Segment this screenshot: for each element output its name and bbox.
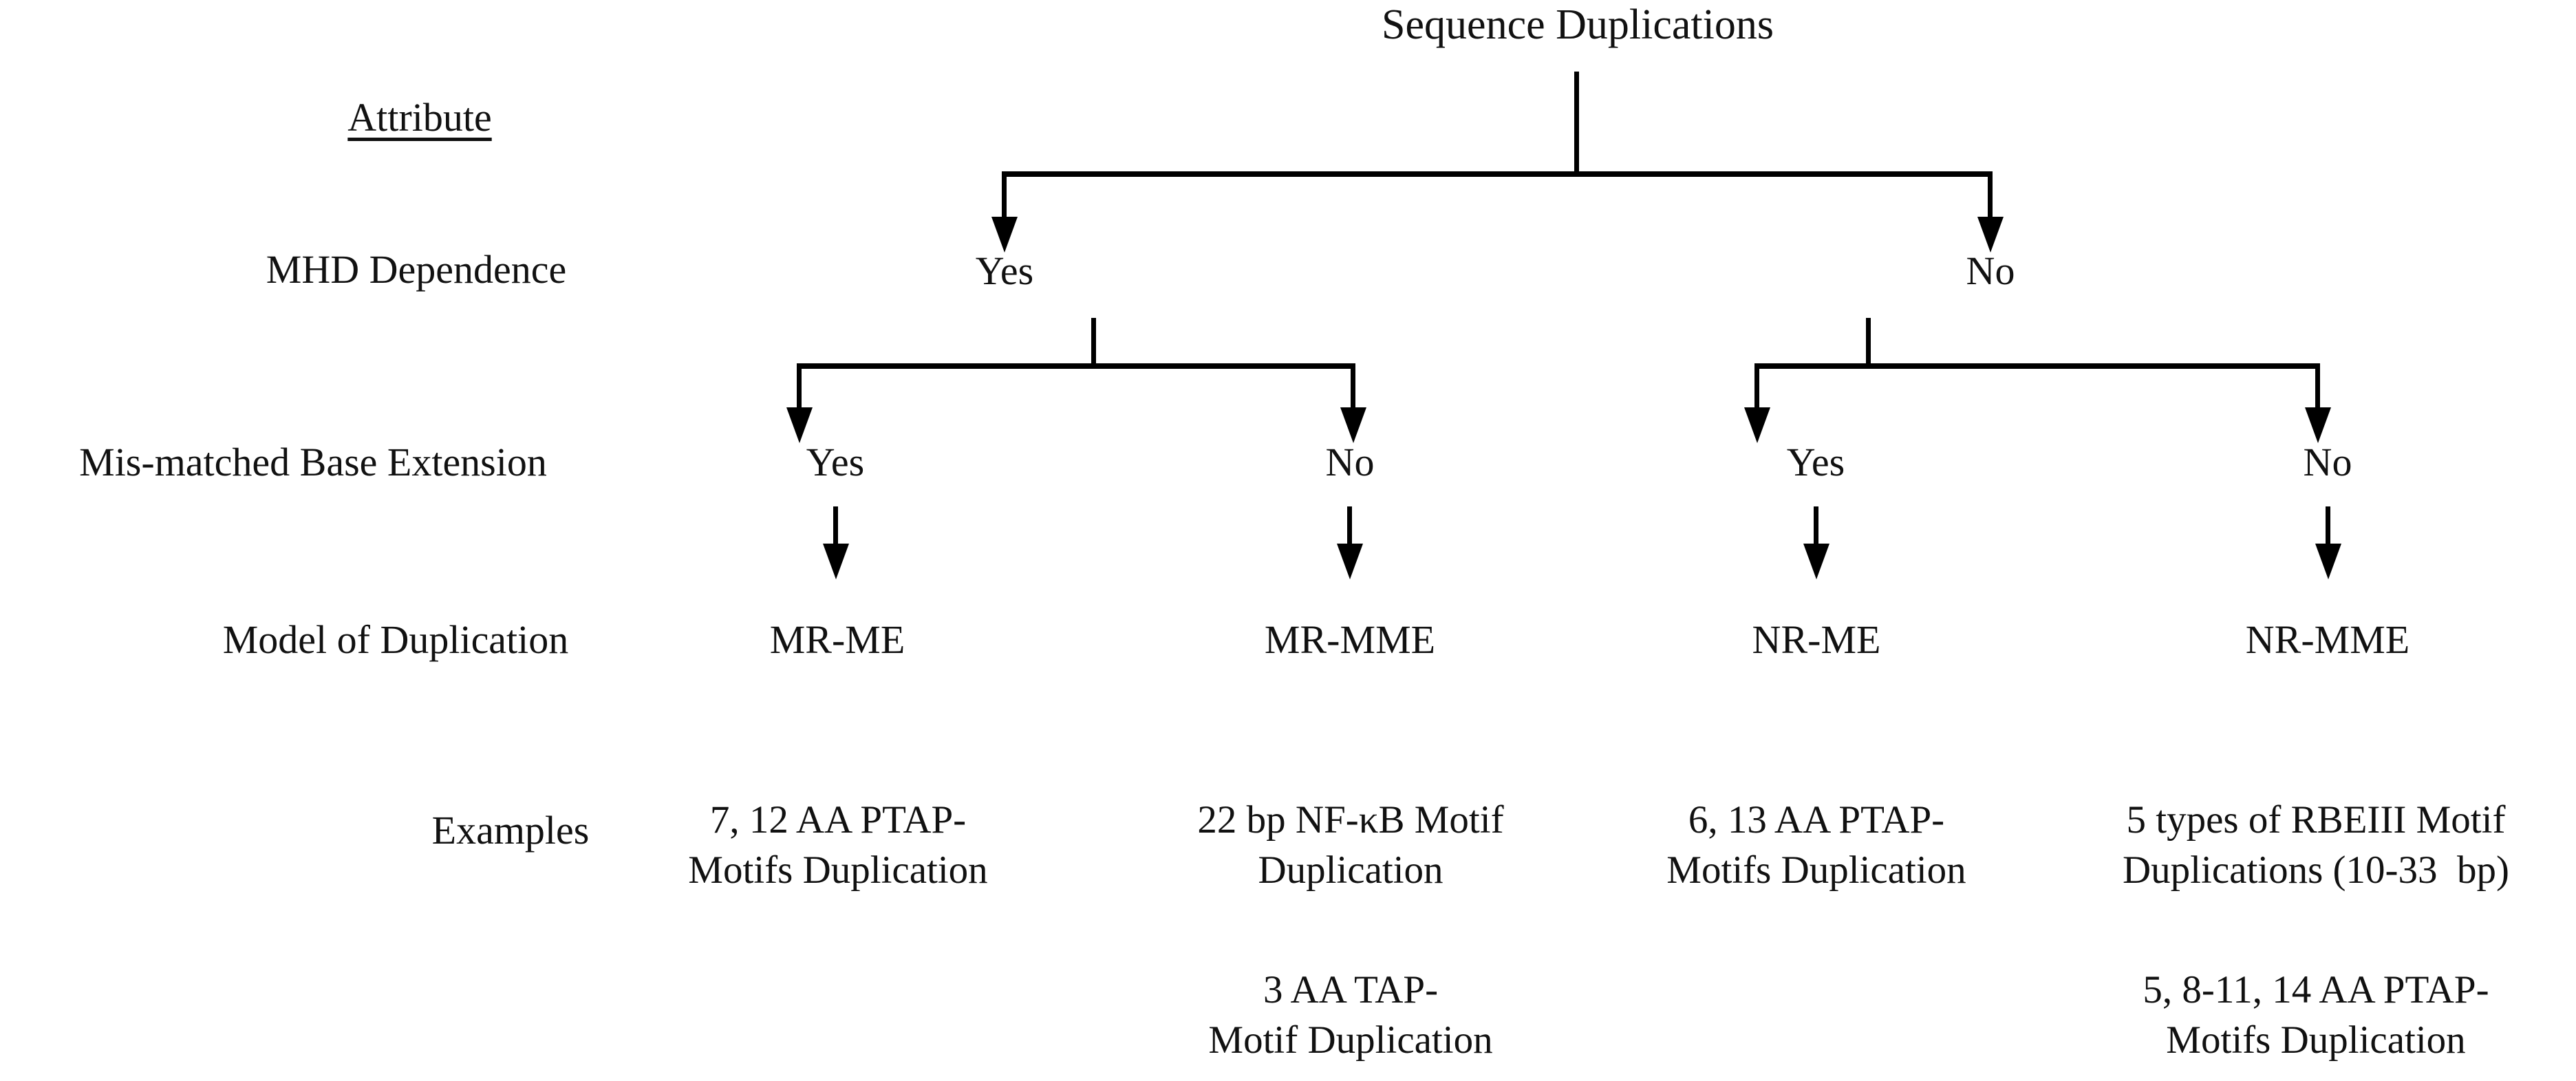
level2-left-arm2-connector (1351, 363, 1355, 410)
level2-node-yes-right: Yes (1786, 440, 1845, 484)
attribute-column-header: Attribute (347, 95, 492, 140)
model-node-mr-me: MR-ME (769, 617, 905, 662)
level2-left-arm2-arrowhead (1340, 407, 1366, 443)
level3-arrow2-arrowhead (1337, 544, 1363, 579)
level2-right-stem-connector (1866, 318, 1871, 367)
level1-left-arrowhead (991, 217, 1018, 253)
level2-right-arm1-arrowhead (1744, 407, 1770, 443)
level1-node-yes: Yes (975, 248, 1034, 293)
row-label-examples: Examples (431, 808, 590, 853)
level3-arrow2-connector (1347, 506, 1352, 546)
row-label-model-of-duplication: Model of Duplication (222, 617, 569, 662)
level2-right-arm2-arrowhead (2305, 407, 2331, 443)
example-entry: 5 types of RBEIII Motif (2126, 798, 2506, 842)
example-entry: Duplication (1258, 848, 1443, 892)
example-entry: Motifs Duplication (2166, 1018, 2466, 1062)
level3-arrow1-connector (833, 506, 838, 546)
example-entry: Motif Duplication (1208, 1018, 1493, 1062)
level1-right-arrowhead (1977, 217, 2004, 253)
example-entry: 3 AA TAP- (1263, 968, 1439, 1012)
level2-left-arm1-arrowhead (786, 407, 813, 443)
level2-right-branch-bar (1754, 363, 2320, 369)
level1-left-arm-connector (1002, 171, 1007, 220)
level2-node-no-right: No (2303, 440, 2352, 484)
level2-left-arm1-connector (797, 363, 802, 410)
model-node-nr-mme: NR-MME (2245, 617, 2410, 662)
root-stem-connector (1574, 72, 1579, 176)
example-entry: Motifs Duplication (1666, 848, 1966, 892)
row-label-mismatched-base-extension: Mis-matched Base Extension (79, 440, 547, 484)
level2-node-no-left: No (1325, 440, 1375, 484)
example-entry: 22 bp NF-κB Motif (1197, 798, 1504, 842)
row-label-mhd-dependence: MHD Dependence (266, 247, 567, 292)
root-node-label: Sequence Duplications (1382, 1, 1774, 48)
level2-node-yes-left: Yes (806, 440, 865, 484)
example-entry: Duplications (10-33 bp) (2123, 848, 2509, 892)
example-entry: 5, 8-11, 14 AA PTAP- (2143, 968, 2489, 1012)
example-entry: 6, 13 AA PTAP- (1688, 798, 1945, 842)
level3-arrow4-connector (2326, 506, 2330, 546)
level2-left-branch-bar (797, 363, 1355, 369)
example-entry: 7, 12 AA PTAP- (709, 798, 967, 842)
level1-node-no: No (1966, 248, 2015, 293)
level3-arrow3-arrowhead (1803, 544, 1829, 579)
level2-right-arm1-connector (1754, 363, 1759, 410)
level3-arrow1-arrowhead (823, 544, 849, 579)
level1-branch-bar (1002, 171, 1993, 177)
example-entry: Motifs Duplication (688, 848, 988, 892)
model-node-mr-mme: MR-MME (1264, 617, 1436, 662)
level3-arrow4-arrowhead (2315, 544, 2341, 579)
level3-arrow3-connector (1814, 506, 1818, 546)
level2-left-stem-connector (1091, 318, 1096, 367)
model-node-nr-me: NR-ME (1752, 617, 1881, 662)
level1-right-arm-connector (1988, 171, 1993, 220)
level2-right-arm2-connector (2315, 363, 2320, 410)
